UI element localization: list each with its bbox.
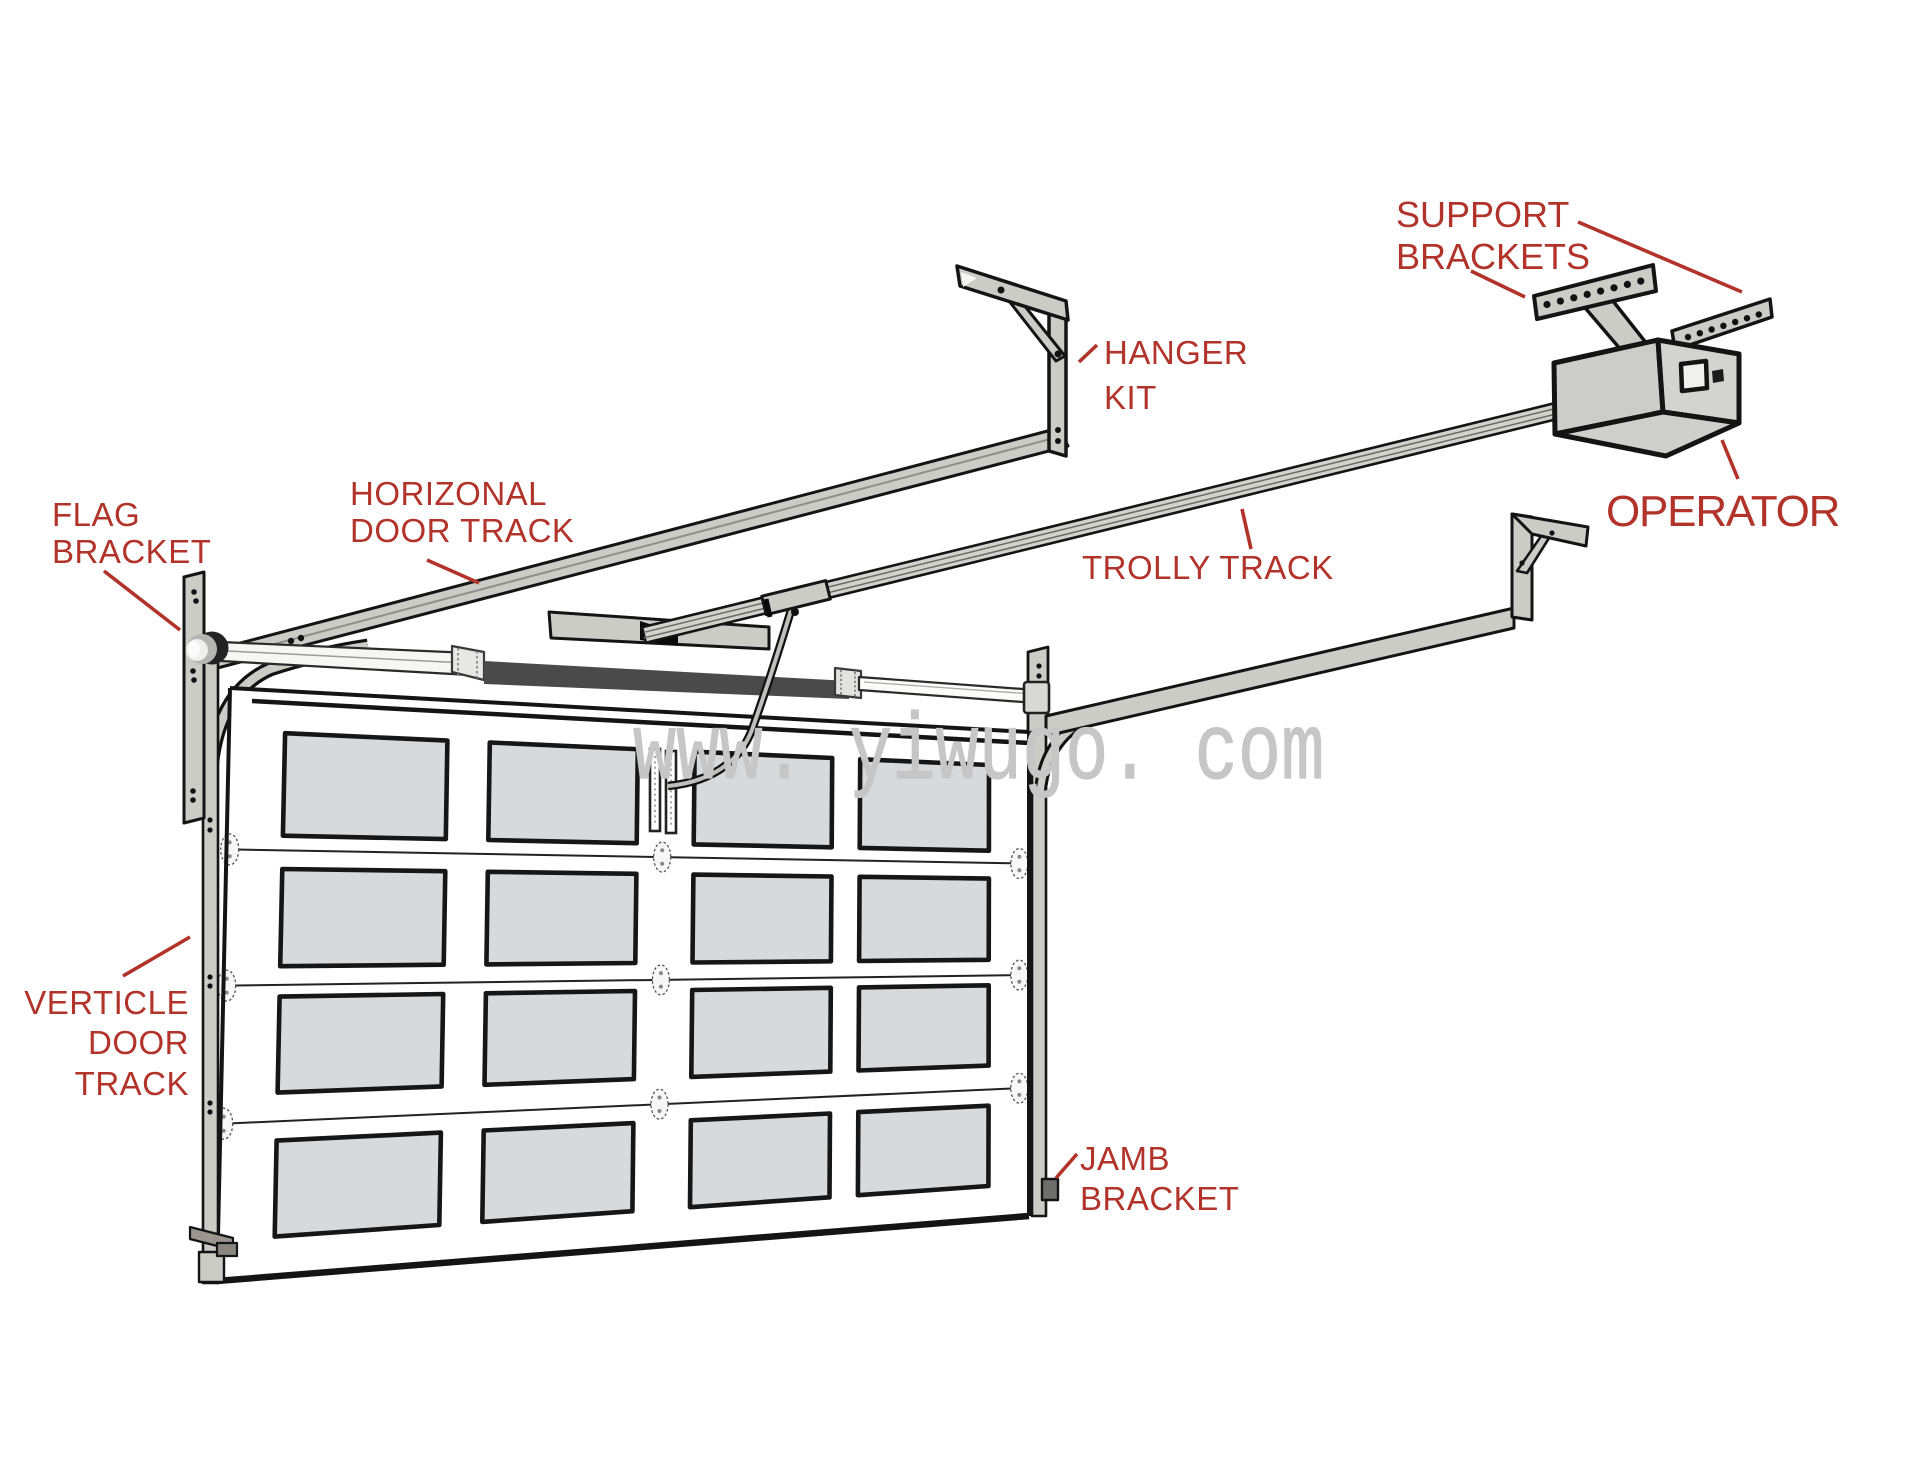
svg-text:OPERATOR: OPERATOR xyxy=(1606,487,1839,536)
svg-text:BRACKETS: BRACKETS xyxy=(1396,236,1590,277)
svg-text:HANGER: HANGER xyxy=(1104,334,1248,371)
svg-text:SUPPORT: SUPPORT xyxy=(1396,194,1569,235)
svg-text:DOOR TRACK: DOOR TRACK xyxy=(350,512,574,549)
svg-text:HORIZONAL: HORIZONAL xyxy=(350,475,547,512)
svg-text:BRACKET: BRACKET xyxy=(52,533,211,570)
svg-text:DOOR: DOOR xyxy=(88,1024,189,1061)
svg-text:FLAG: FLAG xyxy=(52,496,140,533)
svg-text:KIT: KIT xyxy=(1104,379,1157,416)
svg-text:VERTICLE: VERTICLE xyxy=(24,984,189,1021)
svg-text:JAMB: JAMB xyxy=(1080,1140,1170,1177)
svg-text:BRACKET: BRACKET xyxy=(1080,1180,1239,1217)
svg-text:TRACK: TRACK xyxy=(75,1065,189,1102)
svg-text:www. yiwugo. com: www. yiwugo. com xyxy=(633,701,1324,807)
svg-text:TROLLY TRACK: TROLLY TRACK xyxy=(1082,549,1334,586)
